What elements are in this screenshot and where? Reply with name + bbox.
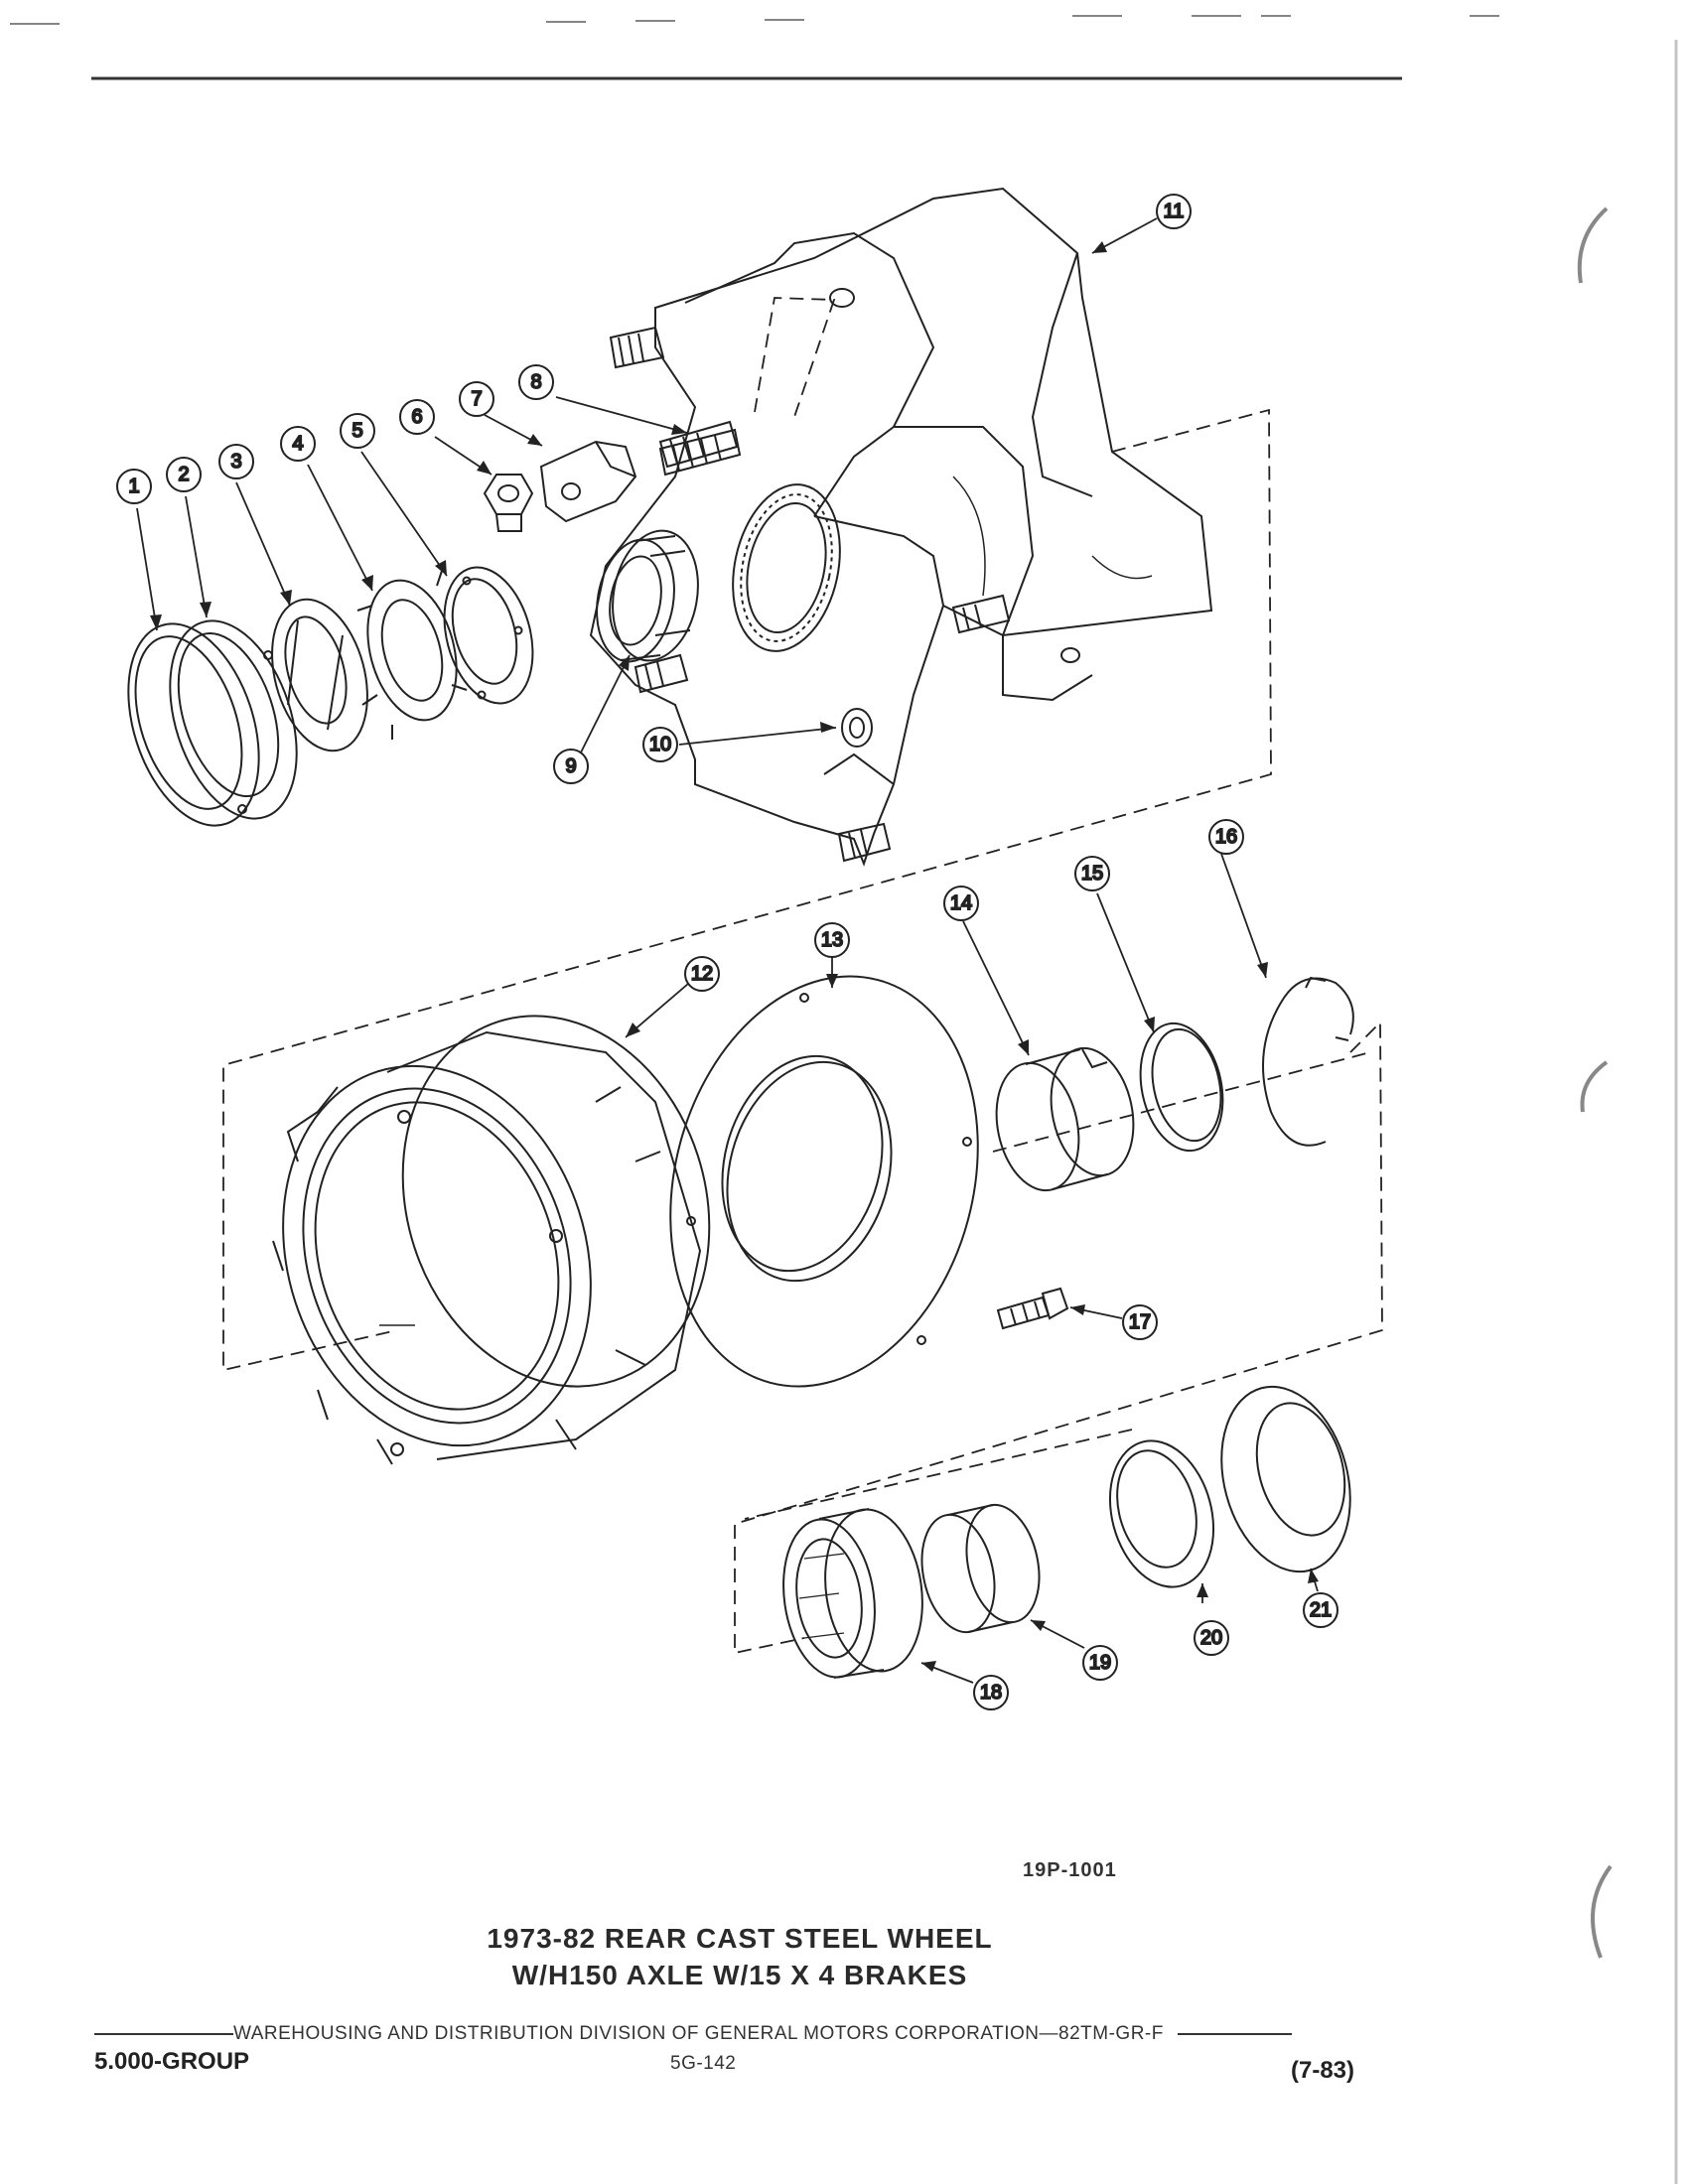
svg-text:8: 8 xyxy=(530,371,541,393)
footer-division: WAREHOUSING AND DISTRIBUTION DIVISION OF… xyxy=(94,2023,1365,2045)
callout-5: 5 xyxy=(340,413,375,449)
callout-19: 19 xyxy=(1082,1645,1118,1681)
spline-ring xyxy=(732,483,841,652)
seal-wear-ring xyxy=(1220,1385,1351,1573)
svg-text:1: 1 xyxy=(128,476,139,497)
svg-text:10: 10 xyxy=(649,734,671,755)
callout-9: 9 xyxy=(553,749,589,784)
footer-page-number: 5G-142 xyxy=(670,2053,737,2074)
callout-markers: 1 2 3 4 5 6 7 8 9 10 11 12 13 14 15 16 1… xyxy=(116,194,1338,1710)
callout-12: 12 xyxy=(684,956,720,992)
nut xyxy=(483,474,534,532)
shield-bolt xyxy=(996,1287,1069,1330)
footer-date: (7-83) xyxy=(1291,2057,1355,2084)
callout-10: 10 xyxy=(642,727,678,762)
hub-cap-cover xyxy=(127,622,260,827)
svg-text:17: 17 xyxy=(1129,1311,1151,1333)
wheel-clamp xyxy=(539,440,637,523)
footer-rule-left xyxy=(94,2032,233,2035)
svg-text:21: 21 xyxy=(1310,1599,1332,1621)
callout-14: 14 xyxy=(943,886,979,921)
outer-bearing-cup xyxy=(920,1503,1041,1634)
seal-ring xyxy=(1139,1022,1224,1153)
callout-18: 18 xyxy=(973,1675,1009,1710)
callout-1: 1 xyxy=(116,469,152,504)
callout-21: 21 xyxy=(1303,1592,1338,1628)
leader-arrowheads xyxy=(150,241,1319,1672)
figure-code: 19P-1001 xyxy=(1023,1859,1117,1881)
callout-4: 4 xyxy=(280,426,316,462)
footer-division-text: WAREHOUSING AND DISTRIBUTION DIVISION OF… xyxy=(233,2023,1164,2044)
svg-text:4: 4 xyxy=(292,433,303,455)
brake-drum xyxy=(272,1015,711,1465)
callout-13: 13 xyxy=(814,922,850,958)
svg-text:14: 14 xyxy=(950,892,972,914)
axle-sleeve xyxy=(995,1046,1135,1192)
bearing-retainer xyxy=(443,566,534,705)
svg-text:19: 19 xyxy=(1089,1652,1111,1674)
callout-11: 11 xyxy=(1156,194,1192,229)
snap-ring xyxy=(1262,976,1354,1147)
figure-title-line-2: W/H150 AXLE W/15 X 4 BRAKES xyxy=(511,1960,968,1990)
svg-text:11: 11 xyxy=(1164,201,1185,222)
figure-title-line-1: 1973-82 REAR CAST STEEL WHEEL xyxy=(487,1923,993,1954)
outer-bearing-cone xyxy=(782,1508,923,1679)
cast-wheel-hub xyxy=(589,187,1213,867)
svg-text:18: 18 xyxy=(980,1682,1002,1704)
callout-20: 20 xyxy=(1194,1620,1229,1656)
svg-text:6: 6 xyxy=(411,406,422,428)
header-rule xyxy=(10,15,1499,80)
svg-text:16: 16 xyxy=(1215,826,1237,848)
callout-16: 16 xyxy=(1208,819,1244,855)
dust-shield xyxy=(669,975,979,1388)
binder-holes xyxy=(1577,40,1678,2184)
footer-rule-right xyxy=(1177,2032,1292,2035)
svg-text:12: 12 xyxy=(691,963,713,985)
svg-text:15: 15 xyxy=(1081,863,1103,885)
hub-oil-seal xyxy=(1108,1439,1215,1588)
svg-text:2: 2 xyxy=(178,464,189,485)
callout-15: 15 xyxy=(1074,856,1110,891)
bearing-cup xyxy=(271,598,368,752)
clamp-stud xyxy=(658,428,742,477)
svg-text:3: 3 xyxy=(230,451,241,473)
footer-group: 5.000-GROUP xyxy=(94,2048,250,2075)
callout-17: 17 xyxy=(1122,1304,1158,1340)
callout-2: 2 xyxy=(166,457,202,492)
cover-gasket xyxy=(169,619,298,820)
axle-seal xyxy=(841,708,873,748)
wheel-studs xyxy=(609,326,1011,863)
inner-bearing-cone xyxy=(596,529,699,663)
svg-text:13: 13 xyxy=(821,929,843,951)
svg-text:9: 9 xyxy=(565,755,576,777)
svg-text:7: 7 xyxy=(471,388,482,410)
callout-3: 3 xyxy=(218,444,254,479)
dashed-assembly-lines xyxy=(222,297,1383,1655)
callout-8: 8 xyxy=(518,364,554,400)
svg-text:20: 20 xyxy=(1200,1627,1222,1649)
svg-text:5: 5 xyxy=(352,420,362,442)
leader-lines xyxy=(136,217,1319,1684)
lock-washer xyxy=(356,570,468,740)
callout-6: 6 xyxy=(399,399,435,435)
callout-7: 7 xyxy=(459,381,494,417)
